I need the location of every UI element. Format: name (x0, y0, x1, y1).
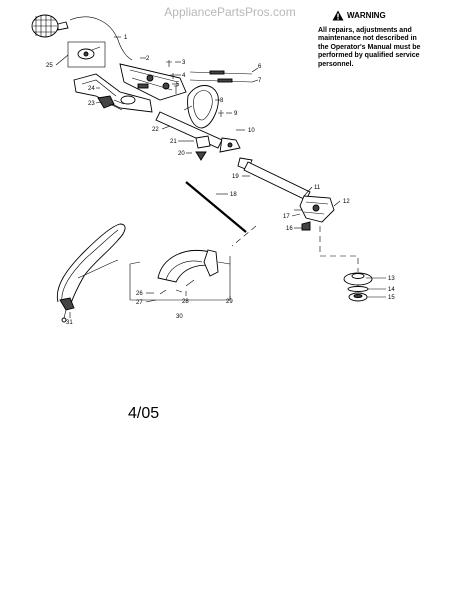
shoulder-harness-drawing (56, 223, 126, 323)
part-label: 21 (170, 139, 177, 145)
part-label: 25 (46, 63, 53, 69)
gear-head-drawing (294, 195, 335, 231)
part-label: 8 (220, 98, 224, 104)
switch-assembly-drawing (97, 95, 125, 111)
part-label: 11 (314, 185, 321, 191)
part-label: 19 (232, 174, 239, 180)
part-label: 30 (176, 314, 183, 320)
warning-line: personnel. (318, 60, 354, 68)
clamp-parts-drawing (195, 135, 211, 161)
part-label: 6 (258, 64, 262, 70)
rear-handle-drawing (73, 73, 153, 113)
part-label: 4 (182, 73, 186, 79)
leader-lines (55, 36, 386, 318)
part-label: 26 (136, 291, 143, 297)
part-label: 12 (343, 199, 350, 205)
part-label: 31 (66, 320, 73, 326)
part-label: 27 (136, 300, 143, 306)
part-label: 14 (388, 287, 395, 293)
warning-line: All repairs, adjustments and (318, 27, 412, 34)
warning-title: WARNING (347, 11, 386, 20)
cable-clip-box-drawing (67, 41, 106, 68)
part-label: 22 (152, 127, 159, 133)
part-label: 1 (124, 35, 128, 41)
warning-triangle-icon (332, 10, 344, 21)
part-label: 20 (178, 151, 185, 157)
part-label: 3 (182, 60, 186, 66)
part-label: 7 (258, 78, 262, 84)
warning-line: maintenance not described in (318, 35, 417, 43)
watermark: AppliancePartsPros.com (164, 5, 296, 19)
throttle-housing-drawing (119, 63, 187, 101)
part-label: 13 (388, 276, 395, 282)
part-label: 2 (146, 56, 150, 62)
debris-shield-drawing (129, 249, 231, 301)
screw-drawings (166, 60, 178, 94)
warning-text: All repairs, adjustments and maintenance… (318, 27, 458, 69)
part-label: 18 (230, 192, 237, 198)
revision-date: 4/05 (128, 405, 160, 422)
part-label: 9 (234, 111, 238, 117)
part-label: 17 (283, 214, 290, 220)
part-label: 23 (88, 101, 95, 107)
throttle-cable-drawing (69, 16, 133, 61)
drive-cable-drawing (185, 181, 247, 233)
assembly-dashed-lines (231, 225, 359, 294)
part-number-labels: 1 2 3 4 5 6 7 8 9 10 11 12 13 14 15 16 1… (46, 35, 395, 326)
part-label: 10 (248, 128, 255, 134)
trimmer-head-drawing (343, 272, 373, 302)
part-label: 29 (226, 299, 233, 305)
warning-line: the Operator's Manual must be (318, 43, 421, 51)
ignition-wire-drawings (189, 70, 253, 83)
part-label: 5 (176, 82, 180, 88)
part-label: 15 (388, 295, 395, 301)
front-handle-drawing (183, 85, 219, 129)
engine-coupling-drawing (31, 14, 69, 38)
part-label: 16 (286, 226, 293, 232)
warning-line: performed by qualified service (318, 52, 420, 60)
screw-9-drawing (218, 110, 224, 117)
part-label: 24 (88, 86, 95, 92)
lower-shaft-drawing (237, 157, 311, 201)
part-label: 28 (182, 299, 189, 305)
